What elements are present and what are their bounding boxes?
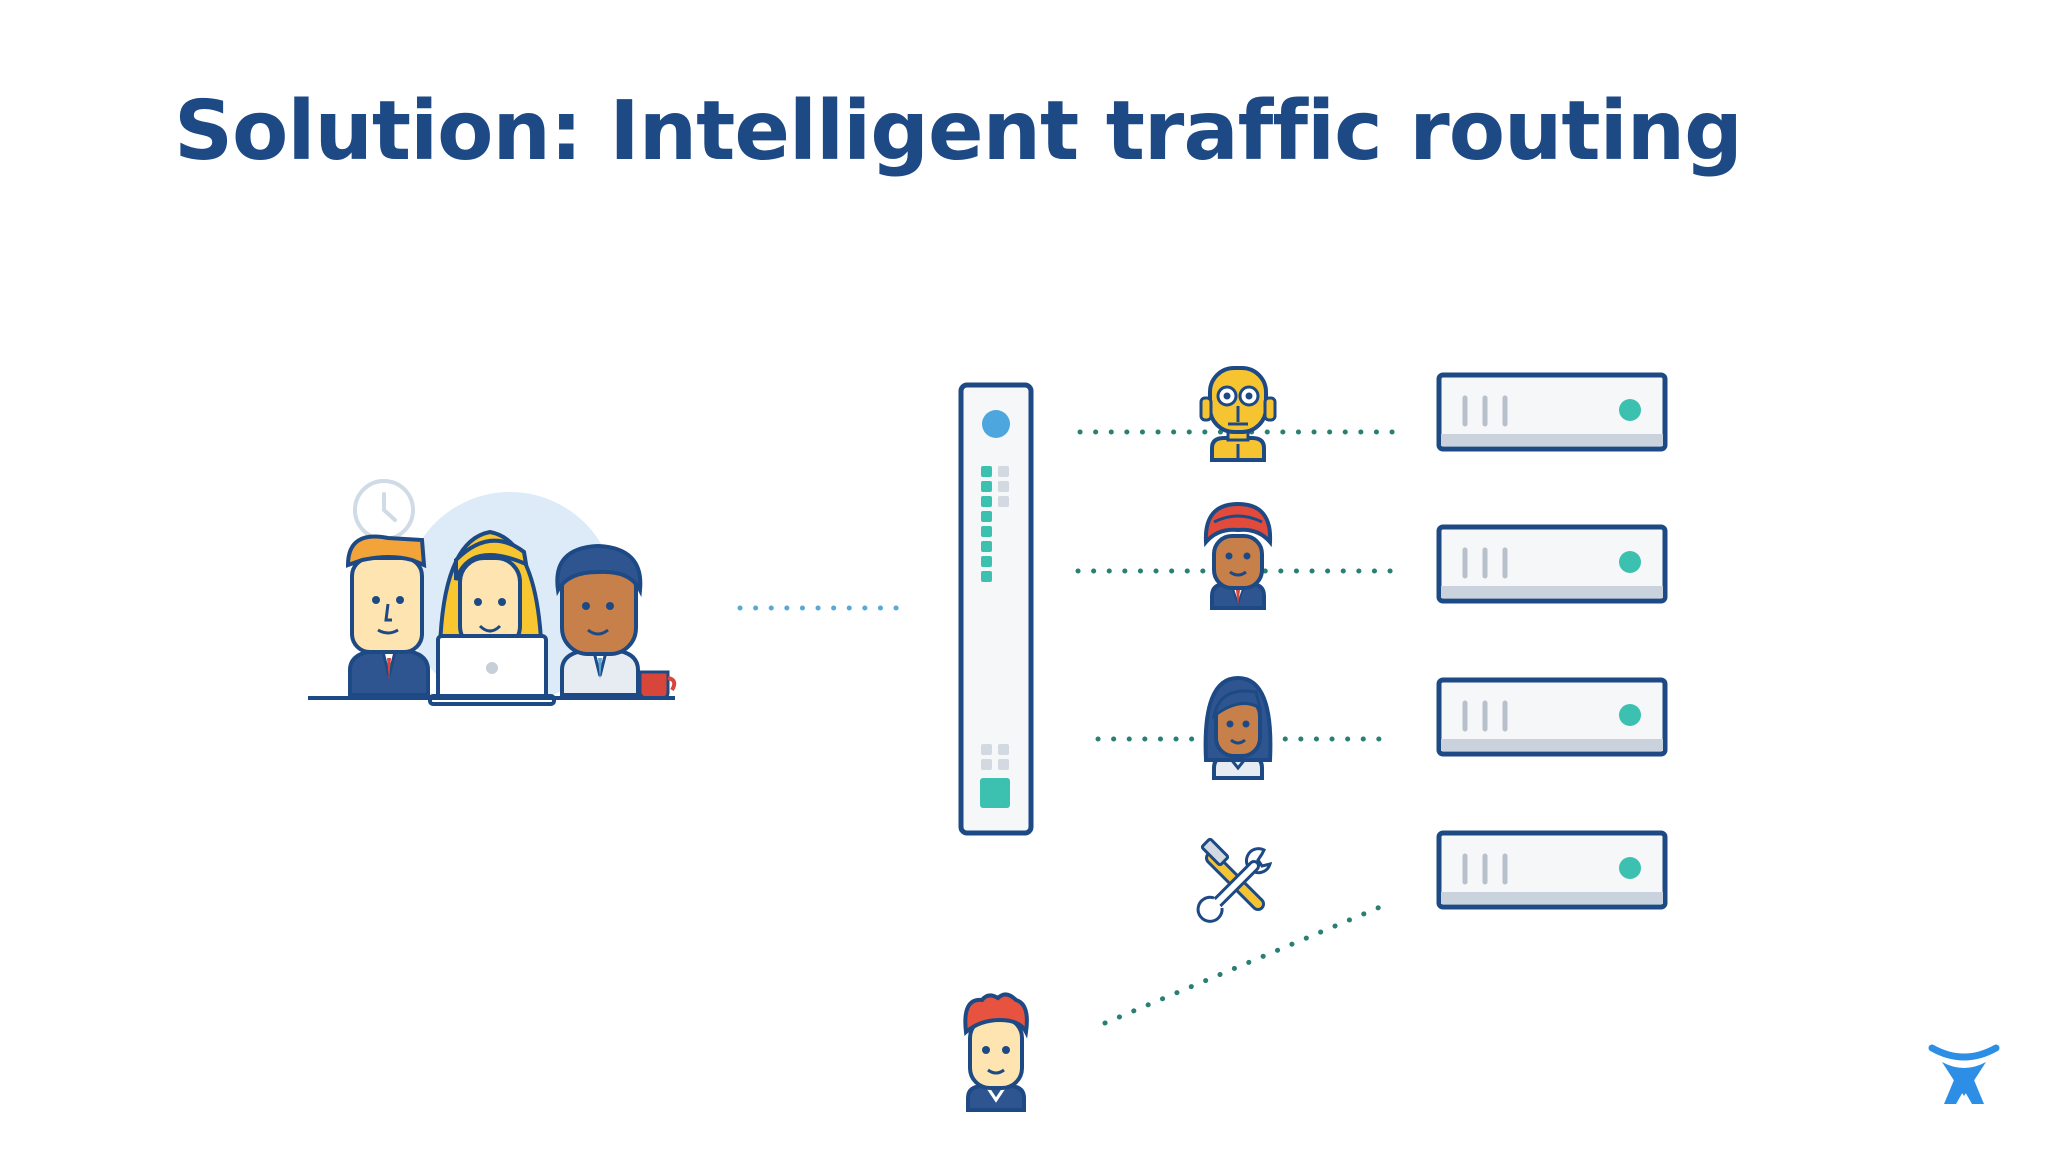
team-of-users-at-laptop-icon [308, 479, 677, 706]
server-icon [1436, 677, 1668, 757]
edge-user-to-server-4 [1102, 899, 1395, 1026]
slide-title: Solution: Intelligent traffic routing [174, 84, 1743, 179]
server-status-light [1619, 551, 1641, 573]
server-icon [1436, 524, 1668, 604]
server-status-light [1619, 399, 1641, 421]
server-status-light [1619, 857, 1641, 879]
person-with-turban-icon [1203, 501, 1273, 610]
robot-crawler-icon [1199, 366, 1277, 462]
server-icon [1436, 372, 1668, 452]
wrench-and-hammer-icon [1196, 837, 1273, 923]
load-balancer-icon [958, 382, 1034, 836]
red-haired-user-icon [963, 992, 1029, 1112]
atlassian-logo-icon [1928, 1044, 2000, 1104]
server-status-light [1619, 704, 1641, 726]
woman-user-icon [1203, 675, 1273, 780]
server-icon [1436, 830, 1668, 910]
load-balancer-status-light [982, 410, 1010, 438]
